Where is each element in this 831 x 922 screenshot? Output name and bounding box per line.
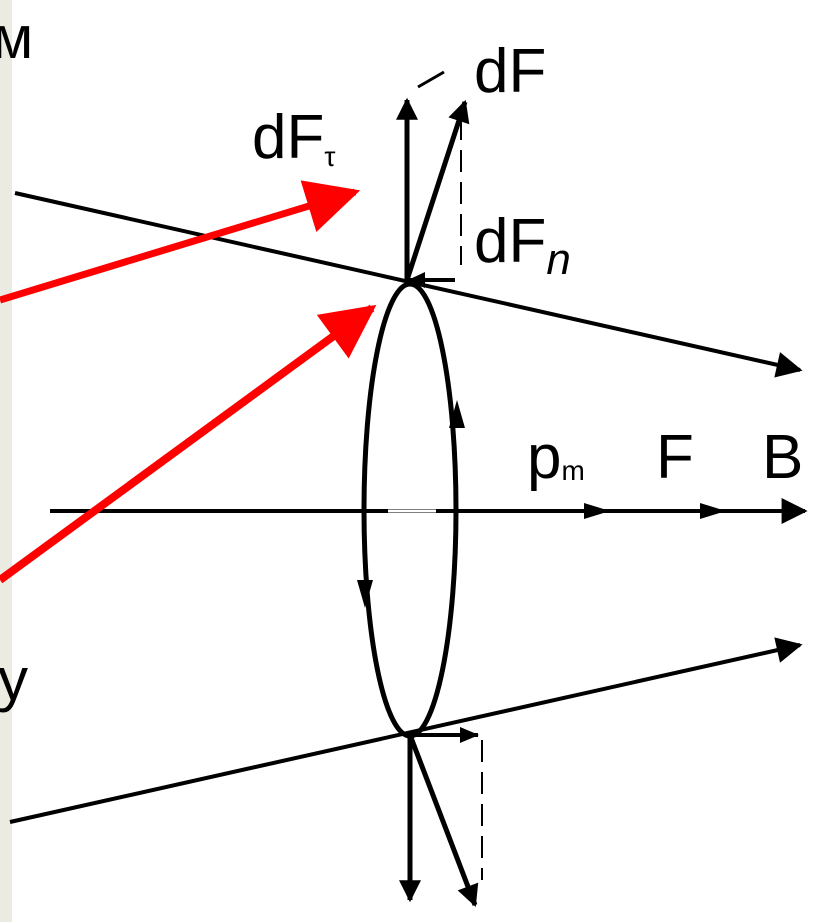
slide-side-strip	[0, 0, 12, 922]
label-b: B	[762, 423, 803, 492]
loop-current-arrow-down	[357, 580, 373, 608]
bottom-resultant-vector	[407, 734, 479, 908]
loop-current-arrow-up	[449, 400, 465, 428]
df-n-arrowhead	[408, 272, 425, 288]
label-df-n: dFn	[474, 207, 571, 284]
edge-fragment-mid: у	[0, 646, 28, 713]
df-resultant-vector	[404, 99, 470, 281]
edge-fragment-top: м	[0, 4, 33, 71]
p-m-arrowhead	[584, 503, 610, 519]
bottom-horizontal-arrowhead	[460, 727, 479, 743]
top-angle-tick	[417, 70, 445, 89]
label-f: F	[656, 423, 694, 492]
f-arrowhead	[700, 503, 726, 519]
label-p-m: pm	[527, 423, 585, 492]
label-df-tau: dFτ	[252, 103, 335, 172]
red-pointer-arrow-upper	[0, 180, 361, 304]
label-df: dF	[474, 37, 546, 106]
red-pointer-arrow-lower	[0, 304, 377, 584]
